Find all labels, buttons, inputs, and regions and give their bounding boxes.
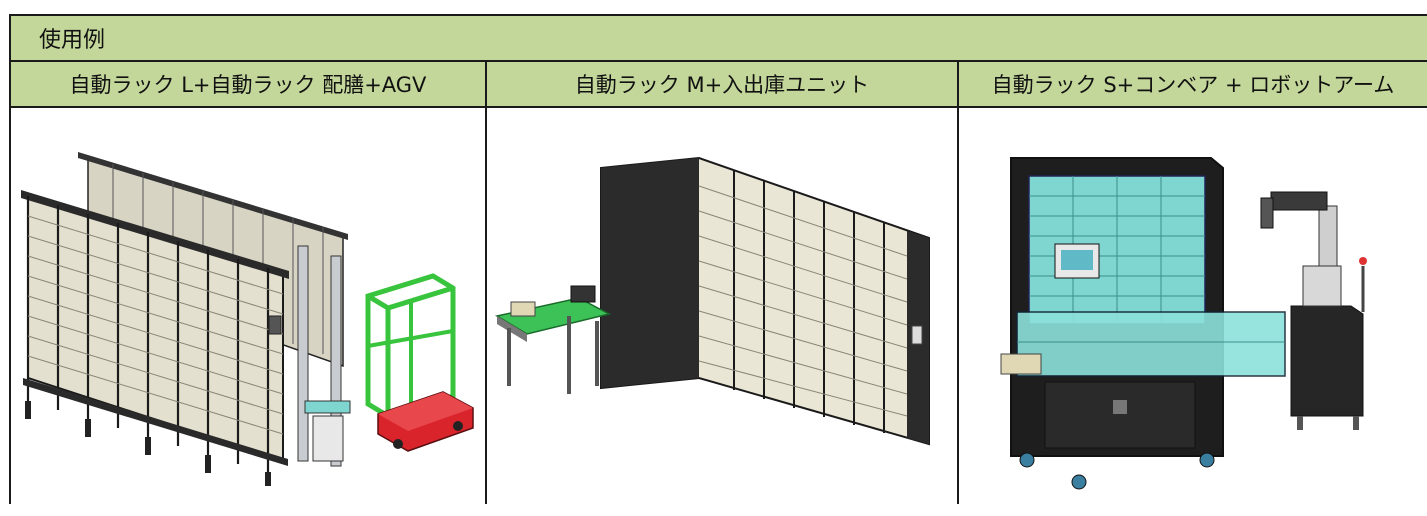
column-header-rack-small: 自動ラック S+コンベア + ロボットアーム [956,60,1427,108]
front-rack [21,190,289,472]
image-cell-rack-small [956,106,1427,504]
small-rack-cabinet [1000,157,1286,490]
table-title: 使用例 [8,14,1427,62]
rack-large-agv-illustration [21,152,474,486]
column-header-rack-medium: 自動ラック M+入出庫ユニット [485,60,959,108]
usage-table: 使用例 自動ラック L+自動ラック 配膳+AGV 自動ラック M+入出庫ユニット… [8,14,1427,504]
picker-tower [268,245,351,467]
header-row: 自動ラック L+自動ラック 配膳+AGV 自動ラック M+入出庫ユニット 自動ラ… [9,60,1427,108]
rack-medium-io-unit-illustration [494,156,930,446]
rack-small-conveyor-robot-illustration [1000,157,1367,490]
image-cell-rack-large [9,106,487,504]
medium-rack-body [600,156,930,446]
rack-feet [25,401,271,486]
title-row: 使用例 [8,14,1427,62]
image-row [9,106,1427,504]
image-cell-rack-medium [485,106,959,504]
robot-arm-station [1260,191,1367,430]
column-header-rack-large: 自動ラック L+自動ラック 配膳+AGV [9,60,487,108]
io-unit-conveyor [494,285,612,394]
agv-unit [365,273,474,452]
